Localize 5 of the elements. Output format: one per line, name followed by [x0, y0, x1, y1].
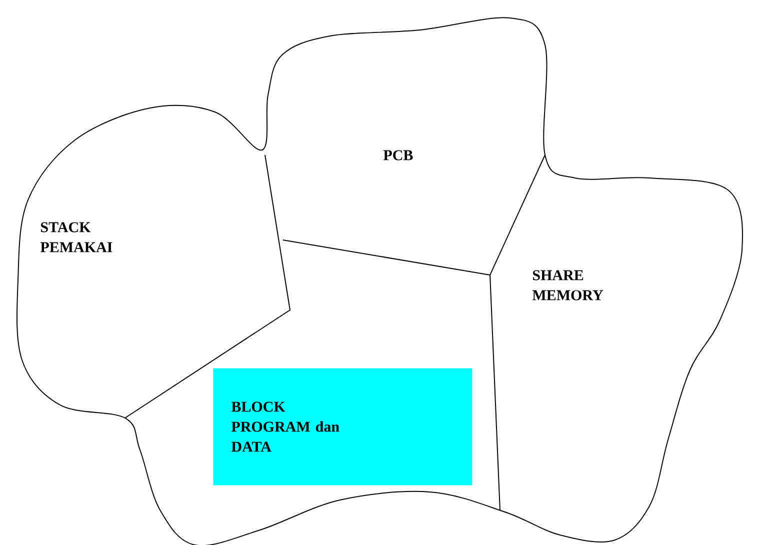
region-label: PCB	[383, 150, 413, 160]
region-label: STACK PEMAKAI	[40, 222, 112, 252]
block-box: BLOCK PROGRAM dan DATA	[213, 368, 472, 486]
region-label: SHARE MEMORY	[532, 270, 604, 300]
blob-outline	[16, 17, 744, 545]
